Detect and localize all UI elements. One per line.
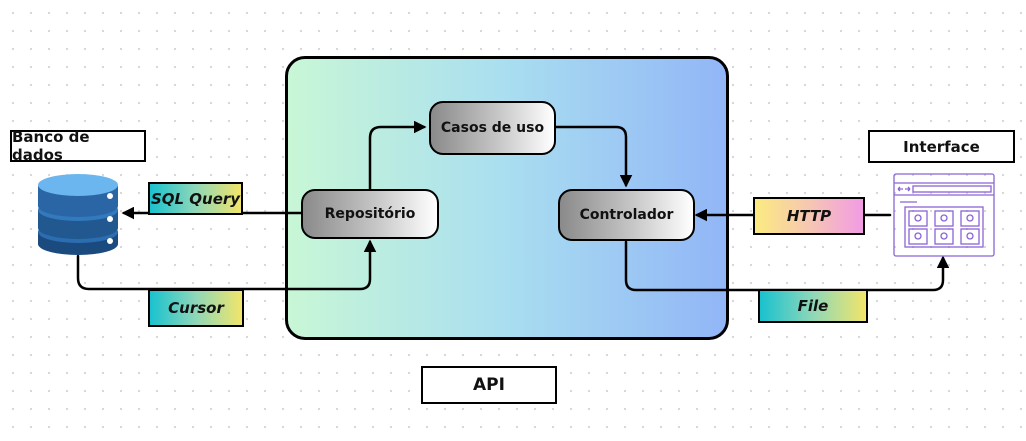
banco-de-dados-label: Banco de dados — [12, 128, 90, 164]
interface-label: Interface — [903, 137, 980, 156]
repositorio-label: Repositório — [324, 206, 416, 222]
arrow-repositorio-to-casos — [368, 120, 427, 192]
http-label: HTTP — [786, 207, 832, 225]
banco-de-dados-label-box: Banco de dados — [10, 128, 146, 164]
casos-de-uso-node: Casos de uso — [429, 101, 556, 155]
controlador-node: Controlador — [558, 189, 695, 241]
browser-window-icon — [891, 171, 997, 259]
file-label: File — [797, 297, 829, 315]
database-icon — [34, 172, 124, 256]
cursor-label: Cursor — [168, 299, 224, 317]
casos-de-uso-label: Casos de uso — [440, 120, 545, 136]
controlador-label: Controlador — [579, 207, 674, 223]
http-tag: HTTP — [753, 197, 865, 235]
api-label-box: API — [421, 366, 557, 404]
api-label: API — [473, 375, 505, 395]
arrow-casos-to-controlador — [553, 125, 633, 188]
repositorio-node: Repositório — [301, 189, 439, 239]
sql-query-tag: SQL Query — [148, 182, 243, 215]
interface-label-box: Interface — [868, 130, 1015, 163]
sql-query-label: SQL Query — [150, 189, 241, 208]
cursor-tag: Cursor — [148, 289, 244, 327]
file-tag: File — [758, 289, 868, 323]
